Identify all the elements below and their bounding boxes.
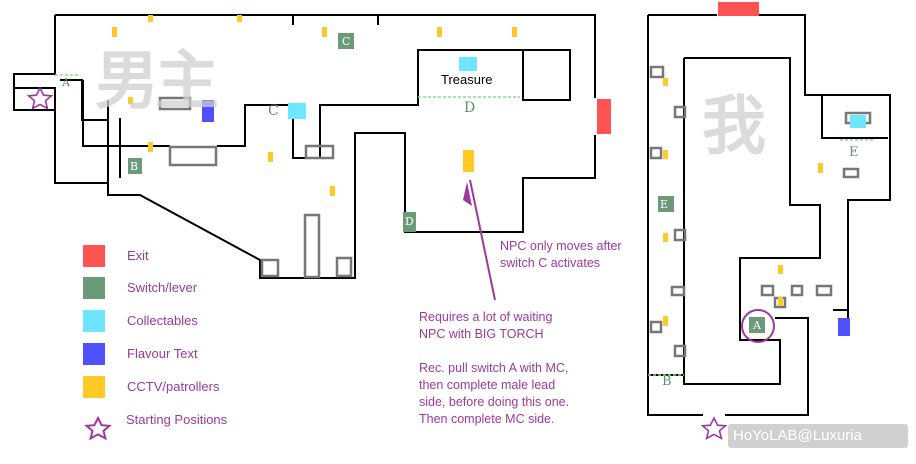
legend-flavour-label: Flavour Text <box>127 346 198 361</box>
credit-backdrop <box>728 424 908 448</box>
npc-note-line1: NPC only moves after <box>500 239 622 253</box>
npc-note: NPC only moves after switch C activates <box>500 238 622 272</box>
treasure-label: Treasure <box>441 72 493 87</box>
switches <box>128 33 765 333</box>
legend-flavour-swatch <box>83 343 105 365</box>
arrow-head <box>463 182 472 206</box>
legend-collectable-swatch <box>83 310 105 332</box>
walls-right-map <box>647 14 891 416</box>
zone-c-label: C <box>268 103 279 119</box>
start-star-left <box>26 86 54 110</box>
rec-line2: then complete male lead <box>419 378 556 392</box>
legend-switch-label: Switch/lever <box>127 280 198 295</box>
req-line1: Requires a lot of waiting <box>419 310 553 324</box>
start-star-right <box>700 416 728 440</box>
exits <box>597 2 759 134</box>
req-line2: NPC with BIG TORCH <box>419 327 544 341</box>
legend-start-label: Starting Positions <box>126 412 228 427</box>
zone-d-label: D <box>464 100 476 116</box>
switch-a-highlight <box>741 309 775 343</box>
switch-b-letter: B <box>130 160 139 173</box>
legend-switch-swatch <box>83 277 105 299</box>
legend-star-icon <box>84 415 112 441</box>
zone-b-label: B <box>662 374 672 389</box>
obstacles <box>158 65 872 358</box>
zone-e-label: E <box>849 145 859 160</box>
collectables <box>288 57 866 128</box>
arrow-line <box>469 179 496 301</box>
legend-exit-swatch <box>83 245 105 267</box>
rec-line1: Rec. pull switch A with MC, <box>419 361 569 375</box>
walls-left-map <box>13 14 596 279</box>
credit-text: HoYoLAB@Luxuria <box>733 427 862 444</box>
flavour-text-markers <box>202 100 850 336</box>
watermark-right: 我 <box>702 90 766 162</box>
legend-collectable-label: Collectables <box>127 313 198 328</box>
npc-note-line2: switch C activates <box>500 256 601 270</box>
switch-e-letter: E <box>660 198 669 211</box>
zone-a-label: A <box>62 76 70 89</box>
legend-cctv-swatch <box>83 376 105 398</box>
legend-cctv-label: CCTV/patrollers <box>127 379 220 394</box>
switch-c-letter: C <box>342 35 351 48</box>
watermark-left: 男主 <box>95 45 219 117</box>
cctv-markers <box>112 15 823 326</box>
switch-d-letter: D <box>405 215 414 228</box>
rec-line3: side, before doing this one. <box>419 395 570 409</box>
rec-line4: Then complete MC side. <box>419 412 555 426</box>
switch-a-letter: A <box>753 319 761 332</box>
legend-exit-label: Exit <box>127 248 149 263</box>
strategy-note: Requires a lot of waiting NPC with BIG T… <box>419 309 569 428</box>
